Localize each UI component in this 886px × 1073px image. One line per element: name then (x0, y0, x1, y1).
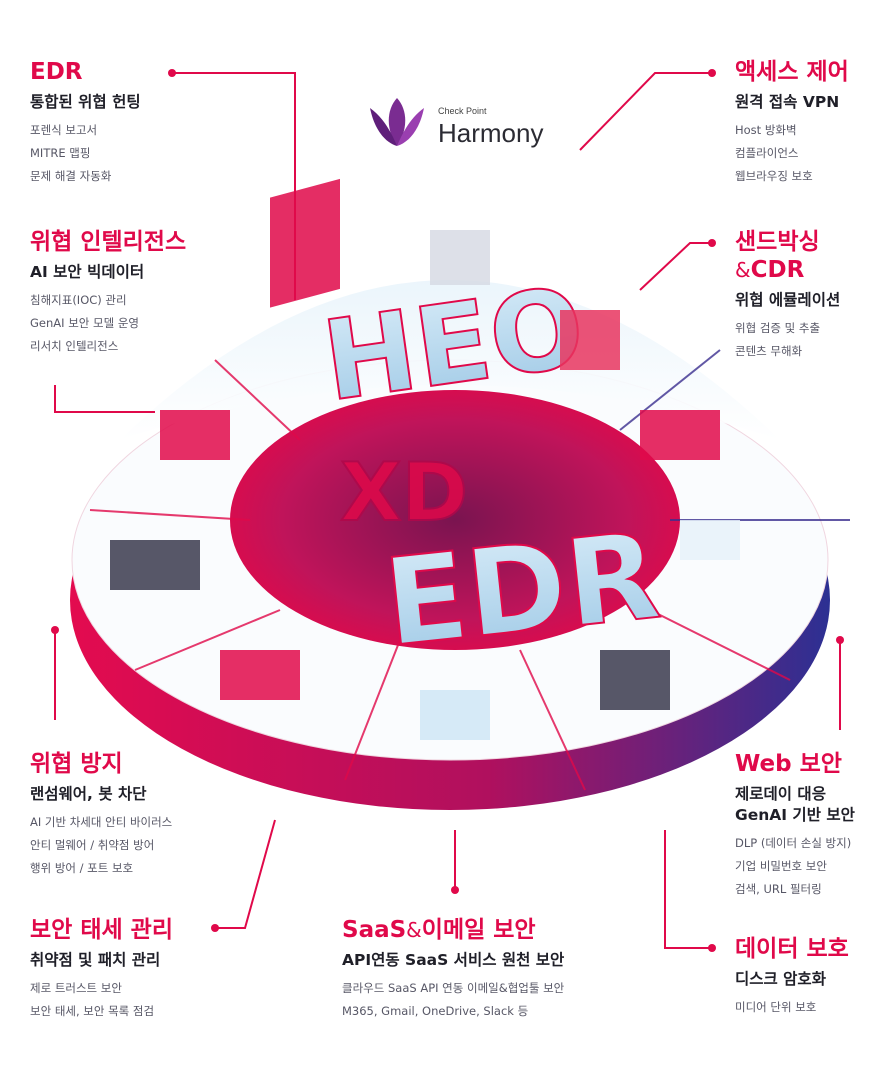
section-item: 문제 해결 자동화 (30, 169, 112, 183)
section-item: Host 방화벽 (735, 123, 797, 137)
section-item: 포렌식 보고서 (30, 123, 98, 137)
section-title: SaaS&이메일 보안 (342, 916, 564, 944)
section-item: 미디어 단위 보호 (735, 1000, 817, 1014)
section-title-part: CDR (750, 257, 805, 283)
section-title: 액세스 제어 (735, 59, 849, 85)
section-title-part: 샌드박싱 (735, 229, 820, 255)
section-item: GenAI 보안 모델 운영 (30, 316, 139, 330)
section-item: 행위 방어 / 포트 보호 (30, 861, 134, 875)
connector-lines (54, 72, 841, 949)
section-title: 샌드박싱 (735, 228, 840, 256)
section-item: 침해지표(IOC) 관리 (30, 293, 127, 307)
platform-core (230, 390, 680, 650)
section-item: 콘텐츠 무해화 (735, 344, 803, 358)
section-title: 위협 인텔리전스 (30, 229, 187, 255)
section-item: 웹브라우징 보호 (735, 169, 813, 183)
ampersand: & (406, 918, 422, 942)
section-subtitle: 취약점 및 패치 관리 (30, 951, 161, 969)
brand-name-text: Harmony (438, 118, 544, 148)
section-item: 보안 태세, 보안 목록 점검 (30, 1004, 155, 1018)
section-item: DLP (데이터 손실 방지) (735, 836, 852, 850)
section-subtitle: AI 보안 빅데이터 (30, 263, 145, 281)
section-subtitle: 제로데이 대응 GenAI 기반 보안 (735, 785, 855, 824)
section-subtitle: 랜섬웨어, 봇 차단 (30, 785, 147, 803)
section-title: 보안 태세 관리 (30, 917, 173, 943)
section-subtitle: 통합된 위협 헌팅 (30, 93, 141, 111)
section-item: AI 기반 차세대 안티 바이러스 (30, 815, 173, 829)
section-item: 제로 트러스트 보안 (30, 981, 122, 995)
section-security-posture: 보안 태세 관리 취약점 및 패치 관리 제로 트러스트 보안 보안 태세, 보… (30, 916, 173, 1023)
section-title: 데이터 보호 (735, 936, 849, 962)
section-item: 검색, URL 필터링 (735, 882, 822, 896)
section-access-control: 액세스 제어 원격 접속 VPN Host 방화벽 컴플라이언스 웹브라우징 보… (735, 58, 849, 188)
section-item: 위협 검증 및 추출 (735, 321, 821, 335)
ampersand: & (735, 258, 751, 282)
brand-logo: Check Point Harmony (366, 94, 566, 154)
section-item: 클라우드 SaaS API 연동 이메일&협업툴 보안 (342, 981, 565, 995)
section-subtitle: 위협 에뮬레이션 (735, 291, 841, 309)
section-edr: EDR 통합된 위협 헌팅 포렌식 보고서 MITRE 맵핑 문제 해결 자동화 (30, 58, 141, 188)
section-item: MITRE 맵핑 (30, 146, 91, 160)
section-web-security: Web 보안 제로데이 대응 GenAI 기반 보안 DLP (데이터 손실 방… (735, 750, 855, 901)
section-sandboxing-cdr: 샌드박싱 &CDR 위협 에뮬레이션 위협 검증 및 추출 콘텐츠 무해화 (735, 228, 840, 363)
section-threat-intelligence: 위협 인텔리전스 AI 보안 빅데이터 침해지표(IOC) 관리 GenAI 보… (30, 228, 186, 358)
section-subtitle: API연동 SaaS 서비스 원천 보안 (342, 951, 565, 969)
section-subtitle: 디스크 암호화 (735, 970, 826, 988)
section-saas-email: SaaS&이메일 보안 API연동 SaaS 서비스 원천 보안 클라우드 Sa… (342, 916, 564, 1023)
section-data-protection: 데이터 보호 디스크 암호화 미디어 단위 보호 (735, 935, 849, 1019)
section-title: EDR (30, 59, 83, 85)
section-title-part: 이메일 보안 (421, 917, 536, 943)
section-threat-prevention: 위협 방지 랜섬웨어, 봇 차단 AI 기반 차세대 안티 바이러스 안티 멀웨… (30, 750, 172, 880)
section-item: 리서치 인텔리전스 (30, 339, 119, 353)
svg-text:EDR: EDR (379, 507, 666, 674)
section-title-part: SaaS (342, 917, 407, 943)
lotus-icon (370, 98, 424, 146)
section-item: 컴플라이언스 (735, 146, 799, 160)
section-title: 위협 방지 (30, 751, 123, 777)
section-title: Web 보안 (735, 751, 842, 777)
section-item: 안티 멀웨어 / 취약점 방어 (30, 838, 155, 852)
section-subtitle: 원격 접속 VPN (735, 93, 840, 111)
brand-top-text: Check Point (438, 106, 487, 116)
svg-text:XD: XD (340, 446, 468, 539)
section-item: M365, Gmail, OneDrive, Slack 등 (342, 1004, 529, 1018)
section-title-line2: &CDR (735, 256, 840, 284)
section-item: 기업 비밀번호 보안 (735, 859, 827, 873)
